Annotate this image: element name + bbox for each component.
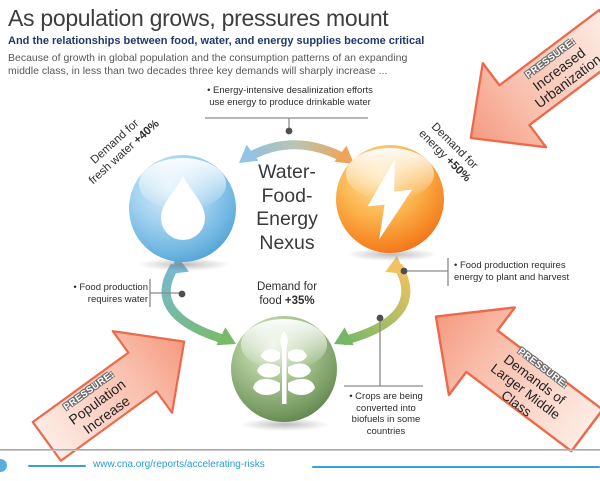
food-pct: +35% (284, 294, 315, 307)
annotation-food-water: • Food production requires water (73, 282, 148, 305)
nexus-line-water: Water- (258, 161, 316, 183)
intro-line-1: Because of growth in global population a… (8, 52, 408, 64)
wheat-icon (231, 316, 337, 422)
water-sphere (129, 155, 236, 262)
annotation-food-energy: • Food production requires energy to pla… (454, 260, 570, 283)
food-sphere-shadow (240, 418, 330, 431)
nexus-title: Water- Food- Energy Nexus (230, 161, 344, 255)
pressure-arrow-urbanization: PRESSURE: Increased Urbanization (433, 0, 600, 188)
intro-paragraph: Because of growth in global population a… (8, 52, 438, 78)
arc-water-energy (244, 140, 349, 163)
footer-logo-fragment (0, 459, 7, 472)
intro-line-2: middle class, in less than two decades t… (8, 65, 388, 77)
block-arrow-right-icon (31, 330, 186, 462)
annotation-biofuels: • Crops are being converted into biofuel… (349, 391, 423, 437)
nexus-line-energy: Energy (256, 208, 318, 230)
water-sphere-shadow (138, 258, 230, 271)
lightning-bolt-icon (336, 145, 444, 253)
energy-sphere (336, 145, 444, 253)
page-subtitle: And the relationships between food, wate… (8, 35, 425, 47)
block-arrow-left-icon (469, 8, 600, 149)
page-title: As population grows, pressures mount (8, 5, 389, 31)
nexus-line-food: Food- (261, 184, 313, 207)
water-drop-icon (129, 155, 236, 262)
footer-rule-line (312, 466, 600, 468)
nexus-line-nexus: Nexus (259, 231, 315, 254)
food-sphere (231, 316, 337, 422)
pressure-arrow-middle-class: PRESSURE: Demands of Larger Middle Class (396, 265, 600, 481)
block-arrow-left-icon (434, 306, 600, 453)
footer-divider (0, 449, 600, 451)
annotation-desalinization: • Energy-intensive desalinization effort… (207, 85, 373, 108)
footer-dash-line (28, 465, 86, 467)
demand-food-label: Demand for food +35% (256, 281, 318, 307)
energy-sphere-shadow (346, 248, 438, 261)
pressure-arrow-population: PRESSURE: Population Increase (11, 294, 220, 481)
footer-url-link[interactable]: www.cna.org/reports/accelerating-risks (93, 459, 265, 470)
